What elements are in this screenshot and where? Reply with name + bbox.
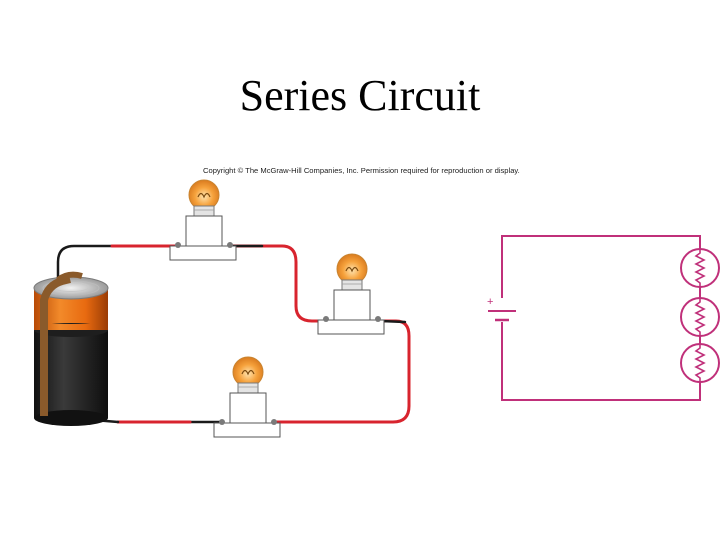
light-bulb-1: [169, 179, 237, 261]
light-bulb-2: [317, 253, 385, 335]
battery-icon: [33, 271, 109, 426]
resistor-icon: [680, 248, 720, 288]
battery-symbol-icon: [488, 310, 516, 322]
resistor-icon: [680, 297, 720, 337]
resistor-3: [680, 343, 720, 383]
slide-title: Series Circuit: [239, 71, 481, 120]
wire-battery-to-bulb1: [56, 244, 114, 282]
copyright-notice: Copyright © The McGraw-Hill Companies, I…: [203, 166, 520, 175]
light-bulb-3: [213, 356, 281, 438]
resistor-2: [680, 297, 720, 337]
resistor-1: [680, 248, 720, 288]
wire-bulb1-to-bulb2: [228, 244, 328, 323]
battery-positive-label: +: [487, 296, 493, 308]
resistor-icon: [680, 343, 720, 383]
light-bulb-icon: [169, 179, 237, 261]
battery-strap: [40, 275, 71, 416]
light-bulb-icon: [317, 253, 385, 335]
series-circuit-schematic: [488, 235, 720, 401]
wire-bulb2-to-bulb3: [274, 319, 411, 424]
light-bulb-icon: [213, 356, 281, 438]
schematic-wire: [501, 235, 701, 298]
